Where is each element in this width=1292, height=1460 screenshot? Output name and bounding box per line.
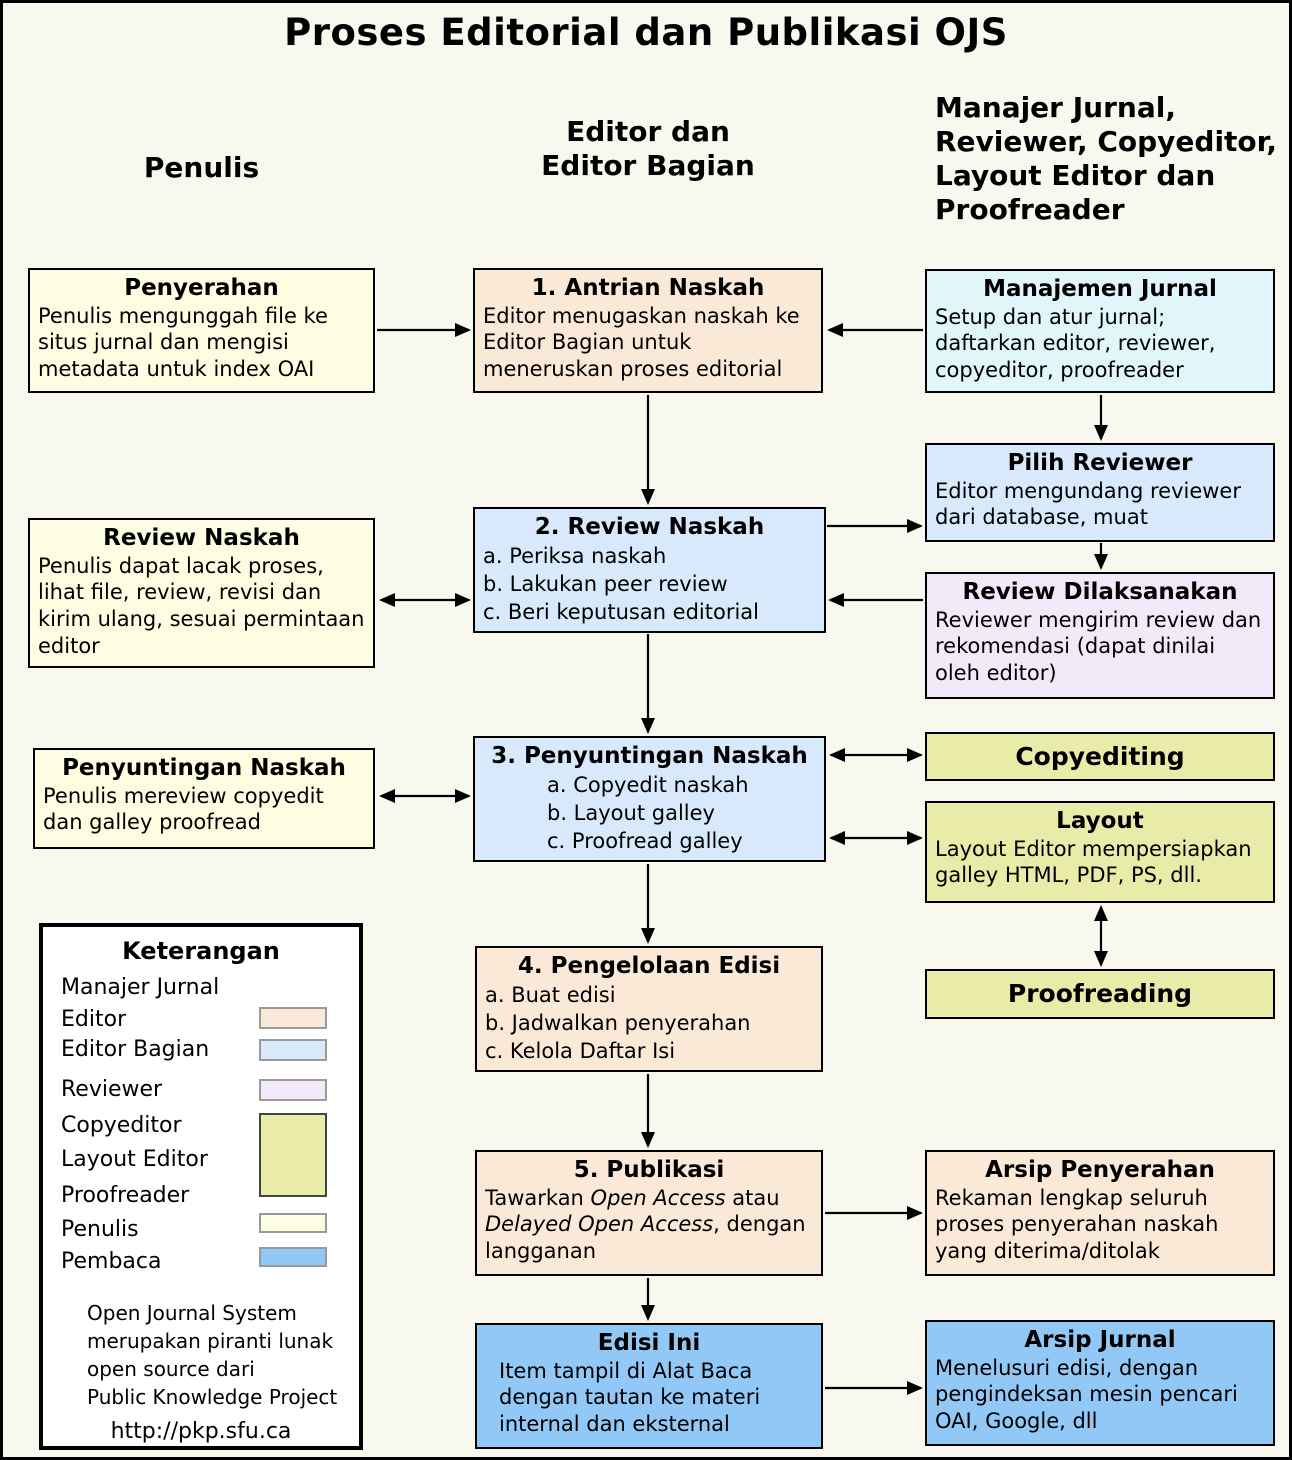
box-antrian-naskah: 1. Antrian Naskah Editor menugaskan nask… [473, 268, 823, 393]
box-edisi-title: Edisi Ini [597, 1330, 701, 1356]
box-edisi-body: Item tampil di Alat Baca dengan tautan k… [499, 1358, 761, 1437]
box-review-dilaksanakan: Review Dilaksanakan Reviewer mengirim re… [925, 572, 1275, 699]
box-penyuntingan-naskah-penulis: Penyuntingan Naskah Penulis mereview cop… [33, 748, 375, 849]
box-pengelolaan-title: 4. Pengelolaan Edisi [517, 953, 781, 979]
legend-label-proofreader: Proofreader [61, 1183, 190, 1208]
legend-label-editor: Editor [61, 1007, 127, 1032]
box-publikasi-body: Tawarkan Open Access atau Delayed Open A… [485, 1185, 806, 1264]
box-publikasi: 5. Publikasi Tawarkan Open Access atau D… [475, 1150, 823, 1276]
arrow-layer [377, 323, 1108, 1395]
box-arsip-jurnal: Arsip Jurnal Menelusuri edisi, dengan pe… [925, 1320, 1275, 1446]
box-penyerahan: Penyerahan Penulis mengunggah file ke si… [28, 268, 375, 393]
legend-url: http://pkp.sfu.ca [110, 1419, 292, 1444]
box-proofreading: Proofreading [925, 969, 1275, 1019]
box-dilaksanakan-title: Review Dilaksanakan [962, 579, 1238, 605]
box-copyediting: Copyediting [925, 732, 1275, 781]
legend-label-editor-bagian: Editor Bagian [61, 1037, 210, 1062]
legend-swatch-reviewer [259, 1079, 327, 1101]
box-antrian-title: 1. Antrian Naskah [531, 275, 765, 301]
legend-swatch-penulis [259, 1213, 327, 1233]
box-layout-title: Layout [1056, 808, 1144, 834]
legend-label-penulis: Penulis [61, 1217, 139, 1242]
box-review2-item-b: b. Lakukan peer review [483, 571, 728, 596]
box-publikasi-title: 5. Publikasi [573, 1157, 725, 1183]
box-review2-title: 2. Review Naskah [534, 514, 765, 540]
box-antrian-body: Editor menugaskan naskah ke Editor Bagia… [483, 303, 800, 382]
legend-label-layout-editor: Layout Editor [61, 1147, 208, 1172]
box-manajemen-body: Setup dan atur jurnal; daftarkan editor,… [935, 304, 1216, 383]
box-copyediting-title: Copyediting [1015, 741, 1185, 771]
box-arsip-jurnal-body: Menelusuri edisi, dengan pengindeksan me… [935, 1355, 1238, 1434]
box-penyuntingan-a-title: Penyuntingan Naskah [62, 755, 346, 781]
box-reviewnaskah-body: Penulis dapat lacak proses, lihat file, … [38, 553, 365, 658]
box-edisi-ini: Edisi Ini Item tampil di Alat Baca denga… [475, 1323, 823, 1449]
box-pilih-body: Editor mengundang reviewer dari database… [935, 478, 1241, 530]
legend-title: Keterangan [122, 937, 280, 965]
box-pilih-title: Pilih Reviewer [1007, 450, 1193, 476]
box-penyuntingan3-title: 3. Penyuntingan Naskah [491, 743, 808, 769]
box-pengelolaan-item-a: a. Buat edisi [485, 982, 616, 1007]
box-arsip-penyerahan: Arsip Penyerahan Rekaman lengkap seluruh… [925, 1150, 1275, 1276]
box-reviewnaskah-title: Review Naskah [103, 525, 300, 551]
box-penyuntingan-naskah-3: 3. Penyuntingan Naskah a. Copyedit naska… [473, 736, 826, 862]
column-header-manajer: Manajer Jurnal,Reviewer, Copyeditor,Layo… [935, 91, 1277, 227]
box-review2-item-c: c. Beri keputusan editorial [483, 600, 760, 624]
box-review2-item-a: a. Periksa naskah [483, 543, 667, 568]
legend-swatch-copy-layout-proof [259, 1113, 327, 1197]
box-penyuntingan3-item-a: a. Copyedit naskah [547, 772, 749, 797]
legend-swatch-editor-bagian [259, 1039, 327, 1061]
box-dilaksanakan-body: Reviewer mengirim review dan rekomendasi… [935, 607, 1262, 686]
legend-label-copyeditor: Copyeditor [61, 1113, 182, 1138]
box-review2-items: a. Periksa naskah b. Lakukan peer review… [483, 542, 816, 626]
legend-label-pembaca: Pembaca [61, 1249, 162, 1274]
box-pilih-reviewer: Pilih Reviewer Editor mengundang reviewe… [925, 443, 1275, 542]
box-manajemen-jurnal: Manajemen Jurnal Setup dan atur jurnal; … [925, 269, 1275, 393]
box-pengelolaan-items: a. Buat edisi b. Jadwalkan penyerahan c.… [485, 981, 813, 1065]
box-review-naskah-penulis: Review Naskah Penulis dapat lacak proses… [28, 518, 375, 668]
box-arsip-jurnal-title: Arsip Jurnal [1024, 1327, 1176, 1353]
legend-swatch-editor [259, 1007, 327, 1029]
legend-label-manajer-jurnal: Manajer Jurnal [61, 975, 220, 1000]
box-penyuntingan3-item-b: b. Layout galley [547, 800, 715, 825]
box-penyuntingan3-items: a. Copyedit naskah b. Layout galley c. P… [483, 771, 816, 855]
box-pengelolaan-edisi: 4. Pengelolaan Edisi a. Buat edisi b. Ja… [475, 946, 823, 1072]
box-proofreading-title: Proofreading [1007, 979, 1193, 1009]
column-header-penulis: Penulis [143, 151, 260, 184]
legend-box: Keterangan Manajer Jurnal Editor Editor … [39, 923, 363, 1450]
box-pengelolaan-item-c: c. Kelola Daftar Isi [485, 1039, 676, 1063]
box-penyerahan-title: Penyerahan [124, 275, 279, 301]
box-penyuntingan3-item-c: c. Proofread galley [547, 829, 743, 853]
box-penyerahan-body: Penulis mengunggah file ke situs jurnal … [38, 303, 328, 382]
legend-label-reviewer: Reviewer [61, 1077, 163, 1102]
page-title: Proses Editorial dan Publikasi OJS [284, 11, 1008, 54]
legend-swatch-pembaca [259, 1247, 327, 1267]
box-manajemen-title: Manajemen Jurnal [983, 276, 1217, 302]
box-review-naskah-2: 2. Review Naskah a. Periksa naskah b. La… [473, 507, 826, 633]
box-pengelolaan-item-b: b. Jadwalkan penyerahan [485, 1010, 751, 1035]
box-layout-body: Layout Editor mempersiapkan galley HTML,… [935, 836, 1252, 888]
box-arsip-penyerahan-body: Rekaman lengkap seluruh proses penyeraha… [935, 1185, 1219, 1264]
box-arsip-penyerahan-title: Arsip Penyerahan [985, 1157, 1215, 1183]
box-layout: Layout Layout Editor mempersiapkan galle… [925, 801, 1275, 903]
box-penyuntingan-a-body: Penulis mereview copyedit dan galley pro… [43, 783, 324, 835]
